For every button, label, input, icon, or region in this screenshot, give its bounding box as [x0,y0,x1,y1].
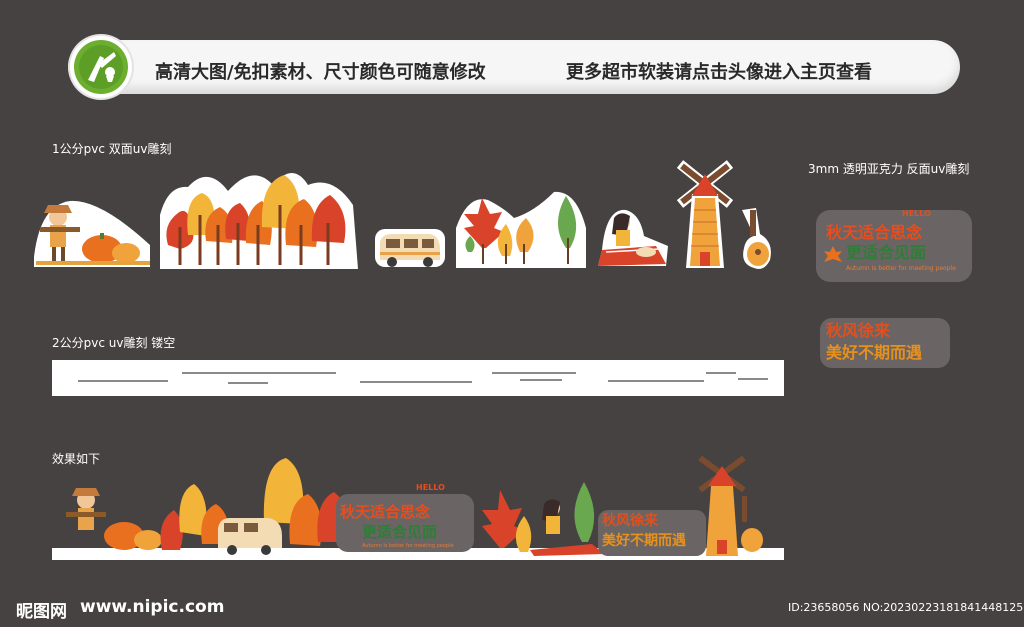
composite-sticker1-hello: HELLO [416,483,445,492]
sticker2-line1: 秋风徐来 [826,321,891,340]
windmill-cutout [676,160,734,268]
camper-van-cutout [375,229,445,267]
nipic-logo-text: 昵图网 [16,602,67,622]
strip-line-marks [78,372,768,384]
nipic-url[interactable]: www.nipic.com [80,597,225,617]
autumn-forest-cutout [160,173,358,269]
composite-effect-preview [52,455,784,560]
scarecrow-pumpkin-cutout [34,200,150,267]
composite-sticker1-line1: 秋天适合思念 [340,503,431,521]
sticker1-line2: 更适合见面 [846,243,927,262]
sticker2-line2: 美好不期而遇 [826,343,923,362]
sticker1-leaf-icon [822,244,844,266]
banner-text-right: 更多超市软装请点击头像进入主页查看 [566,62,872,83]
composite-sticker2-backing [598,510,706,556]
section1-right-label: 3mm 透明亚克力 反面uv雕刻 [808,162,970,176]
top-banner [68,40,960,94]
section1-label: 1公分pvc 双面uv雕刻 [52,142,172,156]
composite-sticker1-subtitle: Autumn is better for meeting people [362,543,454,549]
composite-sticker2-line1: 秋风徐来 [602,513,658,529]
sticker1-subtitle: Autumn is better for meeting people [846,265,956,272]
picnic-girl-cutout [598,209,668,266]
sticker2-backing [820,318,950,368]
pvc-base-strip [52,360,784,396]
composite-sticker1-line2: 更适合见面 [362,523,438,541]
section3-label: 效果如下 [52,452,101,466]
sticker1-line1: 秋天适合思念 [826,223,923,242]
section2-label: 2公分pvc uv雕刻 镂空 [52,336,176,350]
pen-nib-logo-icon [74,40,128,94]
guitar-cutout [742,208,771,269]
sticker1-backing [816,210,972,282]
leaf-trees-cutout [456,191,586,268]
banner-text-left: 高清大图/免扣素材、尺寸颜色可随意修改 [155,62,486,83]
composite-sticker2-line2: 美好不期而遇 [602,533,686,549]
image-id-text: ID:23658056 NO:20230223181841448125 [788,601,1024,614]
banner-logo [70,36,132,98]
composite-sticker1-backing [336,494,474,552]
sticker1-hello: HELLO [902,209,931,218]
